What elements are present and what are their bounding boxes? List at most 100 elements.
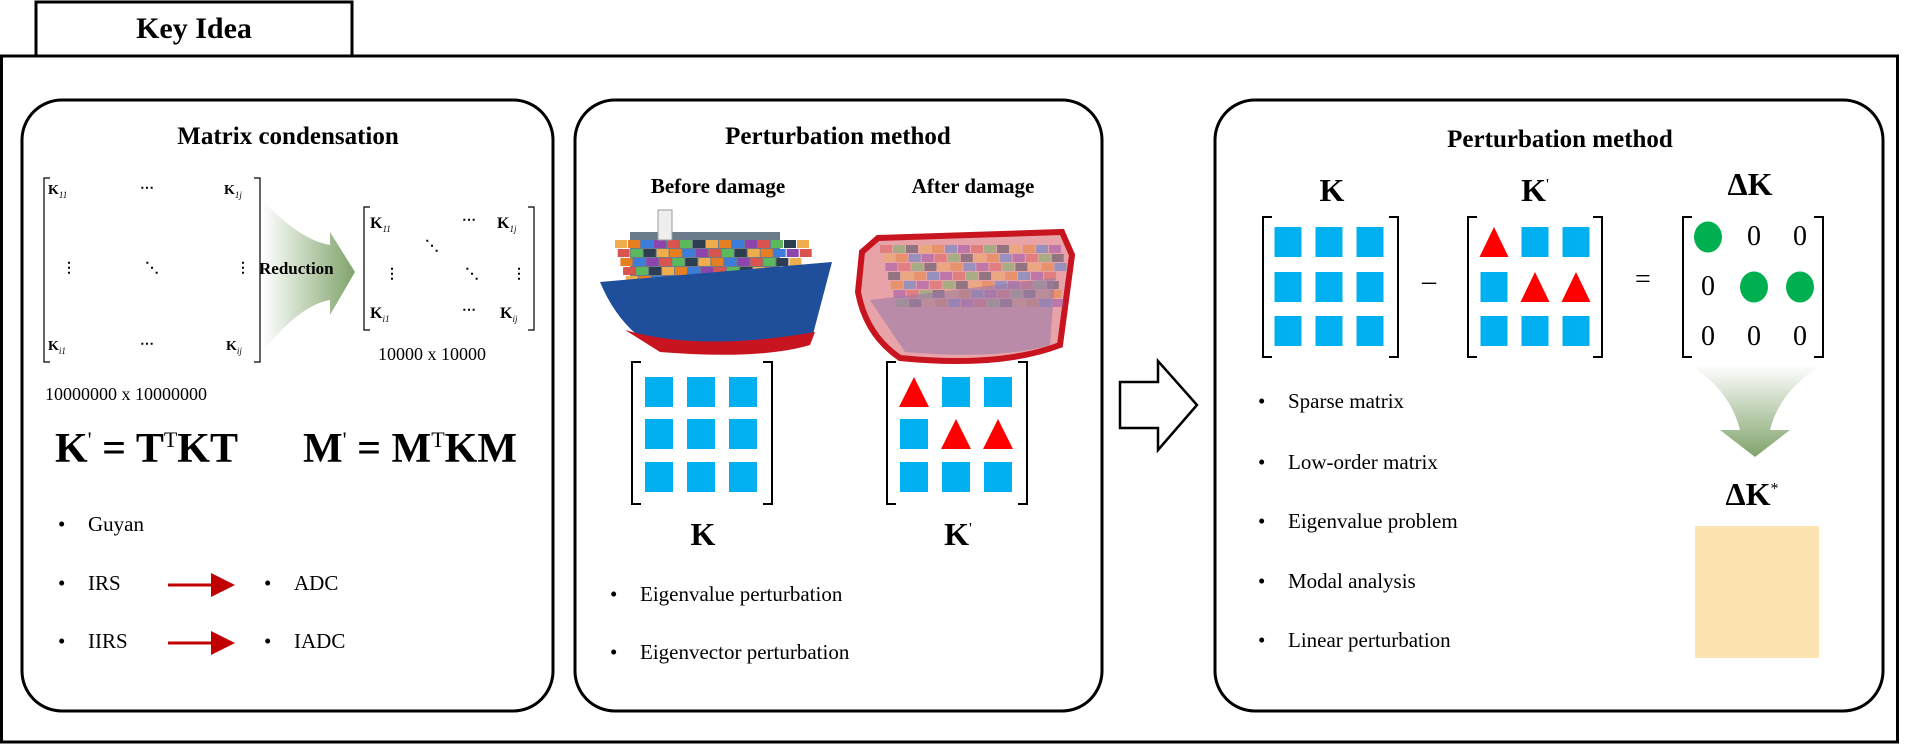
container-block bbox=[628, 240, 640, 248]
matrix-k-square-cell bbox=[1274, 316, 1302, 346]
container-block bbox=[672, 258, 685, 266]
container-block bbox=[724, 258, 737, 266]
large-hdots-bottom: ⋯ bbox=[140, 337, 154, 352]
container-block bbox=[1041, 263, 1054, 271]
container-block bbox=[773, 249, 786, 257]
matrix-before-square-cell bbox=[645, 419, 673, 449]
small-hdots-bottom: ⋯ bbox=[462, 303, 476, 318]
matrix-k-prime-square-cell bbox=[1521, 227, 1549, 257]
container-block bbox=[893, 290, 906, 298]
matrix-before-square-cell bbox=[687, 377, 715, 407]
matrix-delta-k-zero-cell: 0 bbox=[1701, 271, 1715, 302]
matrix-k-prime-triangle-cell bbox=[1479, 227, 1509, 257]
container-block bbox=[789, 258, 802, 266]
matrix-after-triangle-cell bbox=[899, 377, 929, 407]
container-block bbox=[914, 272, 927, 280]
large-vdots-right: ⋮ bbox=[236, 261, 250, 276]
container-block bbox=[937, 263, 950, 271]
container-block bbox=[940, 272, 953, 280]
container-block bbox=[641, 240, 653, 248]
matrix-k-square-cell bbox=[1315, 227, 1343, 257]
container-block bbox=[981, 281, 994, 289]
condensed-matrix-highlight bbox=[1695, 526, 1819, 658]
small-matrix-bracket-right bbox=[528, 206, 535, 331]
container-block bbox=[888, 272, 901, 280]
matrix-after-square-cell bbox=[942, 377, 970, 407]
container-block bbox=[973, 254, 986, 262]
container-block bbox=[989, 263, 1002, 271]
large-vdots-left: ⋮ bbox=[62, 261, 76, 276]
sub: 1j bbox=[234, 189, 242, 200]
matrix-after-bracket-right bbox=[1018, 361, 1028, 505]
container-block bbox=[721, 249, 734, 257]
condense-arrow-icon bbox=[1690, 365, 1822, 457]
matrix-k-prime-triangle-cell bbox=[1561, 272, 1591, 302]
container-block bbox=[706, 240, 718, 248]
minus-sign: – bbox=[1422, 266, 1436, 297]
key-idea-tab bbox=[34, 0, 354, 58]
matrix-before-square-cell bbox=[645, 462, 673, 492]
container-block bbox=[984, 245, 996, 253]
matrix-after-triangle-cell bbox=[941, 419, 971, 449]
eq-sup: T bbox=[431, 427, 445, 452]
eq-lhs: K bbox=[55, 426, 88, 472]
container-block bbox=[711, 258, 724, 266]
container-block bbox=[1038, 254, 1051, 262]
k: K bbox=[497, 215, 510, 232]
container-block bbox=[1052, 299, 1065, 307]
container-block bbox=[999, 254, 1012, 262]
container-block bbox=[656, 249, 669, 257]
container-block bbox=[927, 272, 940, 280]
k-prime-label: K' bbox=[1521, 174, 1549, 206]
container-block bbox=[882, 254, 895, 262]
matrix-k-bracket-left bbox=[1262, 216, 1272, 358]
container-block bbox=[797, 240, 809, 248]
small-matrix-size: 10000 x 10000 bbox=[378, 344, 486, 364]
bullet-guyan: Guyan bbox=[58, 514, 144, 535]
container-block bbox=[958, 245, 970, 253]
container-block bbox=[630, 249, 643, 257]
container-block bbox=[763, 258, 776, 266]
before-damage-label: Before damage bbox=[650, 174, 786, 198]
k: K bbox=[944, 516, 969, 552]
container-block bbox=[646, 258, 659, 266]
matrix-k-prime-square-cell bbox=[1562, 316, 1590, 346]
container-block bbox=[1051, 254, 1064, 262]
matrix-after-square-cell bbox=[984, 462, 1012, 492]
container-block bbox=[1036, 245, 1048, 253]
matrix-delta-k-zero-cell: 0 bbox=[1747, 321, 1761, 352]
matrix-delta-k-zero-cell: 0 bbox=[1701, 321, 1715, 352]
container-block bbox=[695, 249, 708, 257]
eq-prime: ' bbox=[87, 427, 92, 452]
container-block bbox=[932, 245, 944, 253]
matrix-before-square-cell bbox=[687, 419, 715, 449]
matrix-before-square-cell bbox=[729, 419, 757, 449]
matrix-delta-k-dot-cell bbox=[1786, 271, 1814, 303]
container-block bbox=[1044, 272, 1057, 280]
container-block bbox=[799, 249, 812, 257]
container-block bbox=[669, 249, 682, 257]
k: K bbox=[48, 339, 59, 354]
container-block bbox=[947, 254, 960, 262]
container-block bbox=[745, 240, 757, 248]
equals-sign: = bbox=[1635, 264, 1651, 295]
container-block bbox=[895, 254, 908, 262]
matrix-k-square-cell bbox=[1274, 227, 1302, 257]
k: K bbox=[226, 339, 237, 354]
container-block bbox=[919, 245, 931, 253]
k: K bbox=[500, 305, 513, 322]
matrix-k-square-cell bbox=[1315, 316, 1343, 346]
matrix-k-prime-bracket-right bbox=[1593, 216, 1603, 358]
ship-after-damage-image bbox=[854, 228, 1076, 365]
container-block bbox=[714, 267, 727, 275]
k: K bbox=[48, 183, 59, 198]
container-block bbox=[701, 267, 714, 275]
panel-perturbation-method bbox=[1213, 98, 1885, 713]
container-block bbox=[997, 245, 1009, 253]
large-k1j: K1j bbox=[224, 184, 242, 200]
panel-perturbation-damage bbox=[573, 98, 1104, 713]
prime: ' bbox=[969, 520, 972, 538]
panel1-title: Matrix condensation bbox=[177, 123, 399, 150]
ship-before-damage-image bbox=[600, 209, 832, 355]
